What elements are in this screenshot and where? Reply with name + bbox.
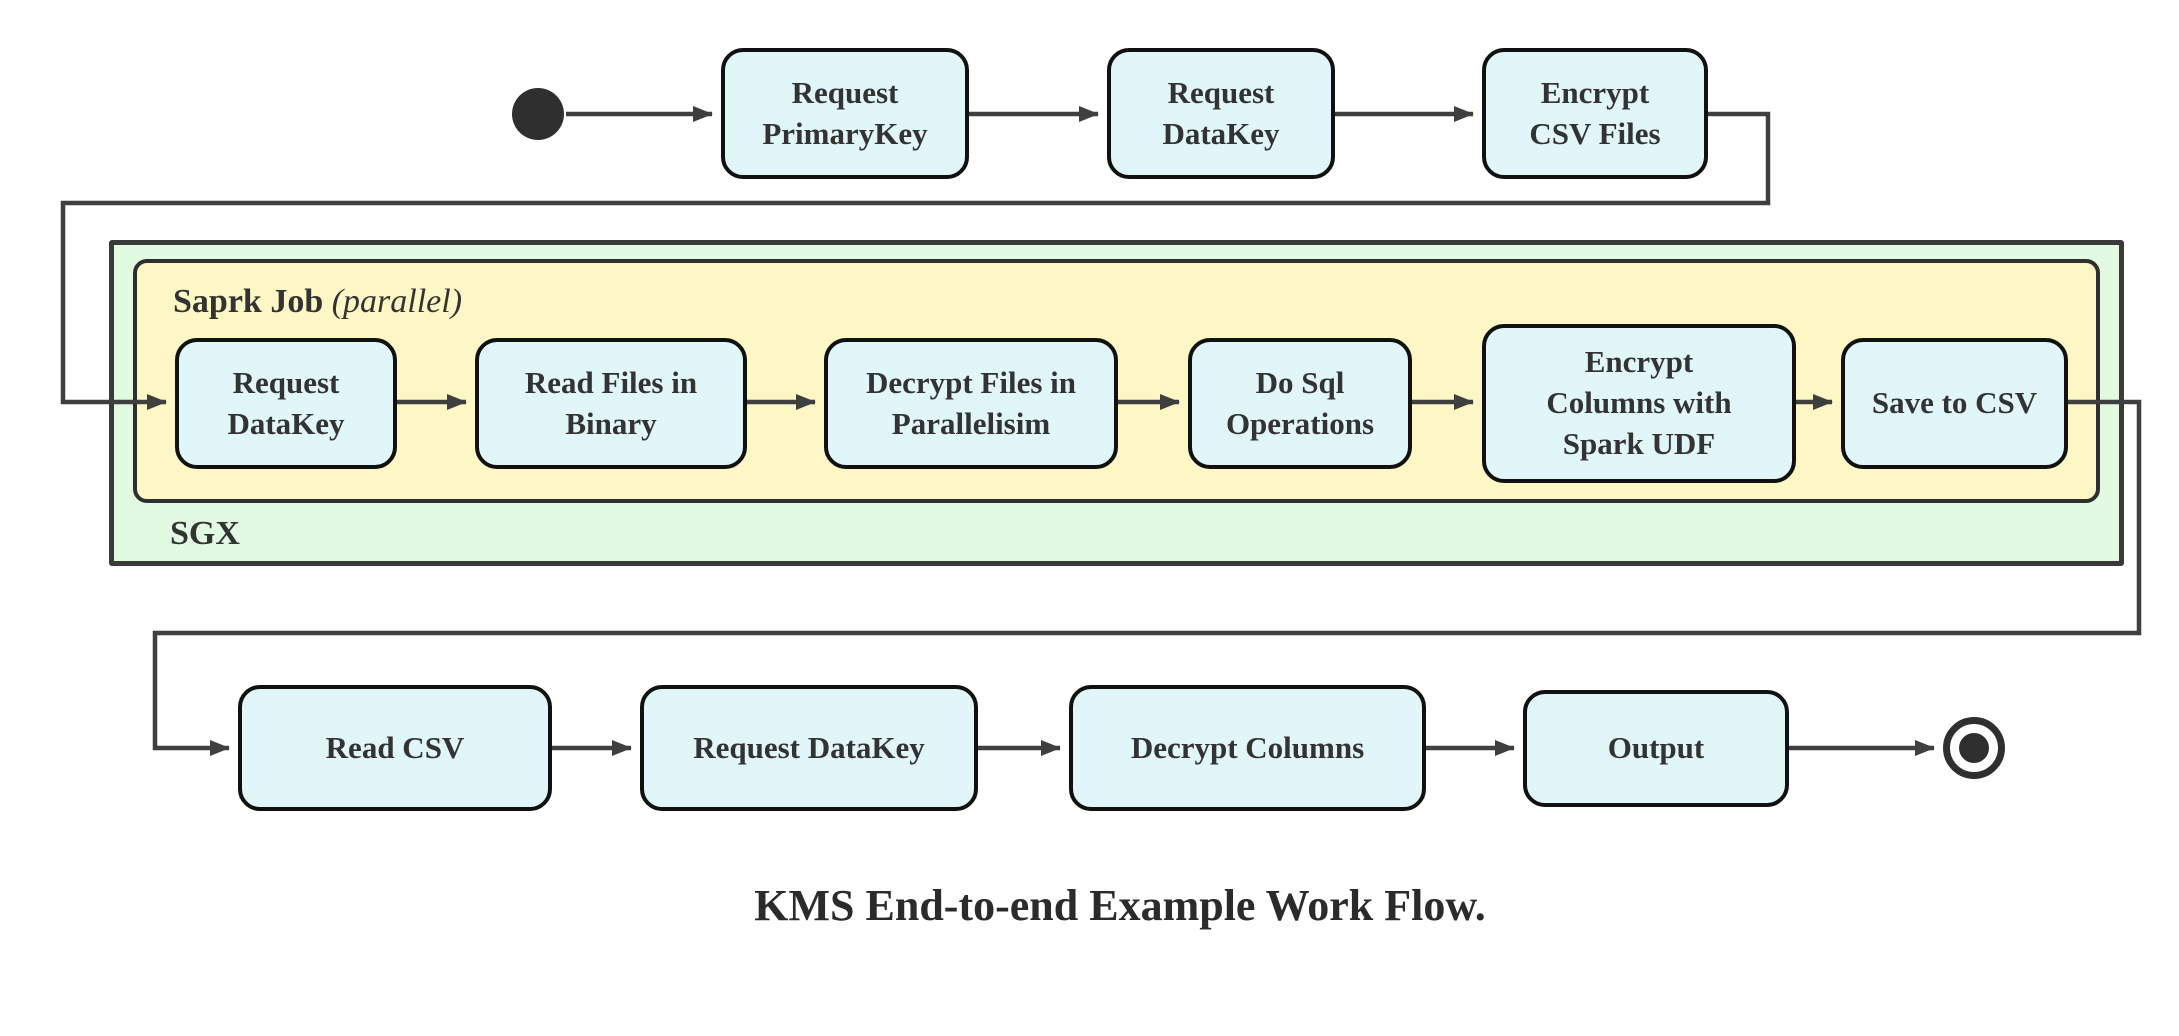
node-spark-request-datakey: Request DataKey	[175, 338, 397, 469]
node-label: Decrypt Columns	[1130, 729, 1365, 765]
node-save-to-csv: Save to CSV	[1841, 338, 2068, 469]
spark-job-label: Saprk Job (parallel)	[173, 283, 462, 321]
sgx-label: SGX	[170, 515, 240, 552]
node-read-csv: Read CSV	[238, 685, 552, 811]
node-label: Do Sql Operations	[1225, 364, 1375, 441]
node-label: Read Files in Binary	[524, 364, 698, 441]
node-read-files-in-binary: Read Files in Binary	[475, 338, 747, 469]
node-label: Output	[1607, 730, 1705, 766]
node-output: Output	[1523, 690, 1789, 807]
node-do-sql-operations: Do Sql Operations	[1188, 338, 1412, 469]
node-label: Request DataKey	[227, 364, 345, 441]
node-request-datakey-bottom: Request DataKey	[640, 685, 978, 811]
node-label: Request DataKey	[1162, 74, 1280, 151]
spark-job-label-mode: (parallel)	[331, 283, 463, 320]
spark-job-label-name: Saprk Job	[173, 283, 324, 320]
node-encrypt-csv-files: Encrypt CSV Files	[1482, 48, 1708, 179]
node-label: Request DataKey	[693, 729, 925, 765]
node-request-datakey-top: Request DataKey	[1107, 48, 1335, 179]
node-label: Request PrimaryKey	[762, 74, 928, 151]
node-request-primarykey: Request PrimaryKey	[721, 48, 969, 179]
node-decrypt-files-in-parallelisim: Decrypt Files in Parallelisim	[824, 338, 1118, 469]
end-node-dot	[1959, 733, 1989, 763]
node-label: Encrypt Columns with Spark UDF	[1546, 344, 1732, 461]
diagram-caption: KMS End-to-end Example Work Flow.	[754, 881, 1486, 930]
node-label: Save to CSV	[1871, 385, 2038, 421]
node-decrypt-columns: Decrypt Columns	[1069, 685, 1426, 811]
node-label: Read CSV	[325, 729, 465, 765]
node-label: Encrypt CSV Files	[1529, 74, 1661, 151]
node-encrypt-columns-spark-udf: Encrypt Columns with Spark UDF	[1482, 324, 1796, 483]
end-node	[1943, 717, 2005, 779]
node-label: Decrypt Files in Parallelisim	[865, 364, 1077, 441]
start-node	[512, 88, 564, 140]
